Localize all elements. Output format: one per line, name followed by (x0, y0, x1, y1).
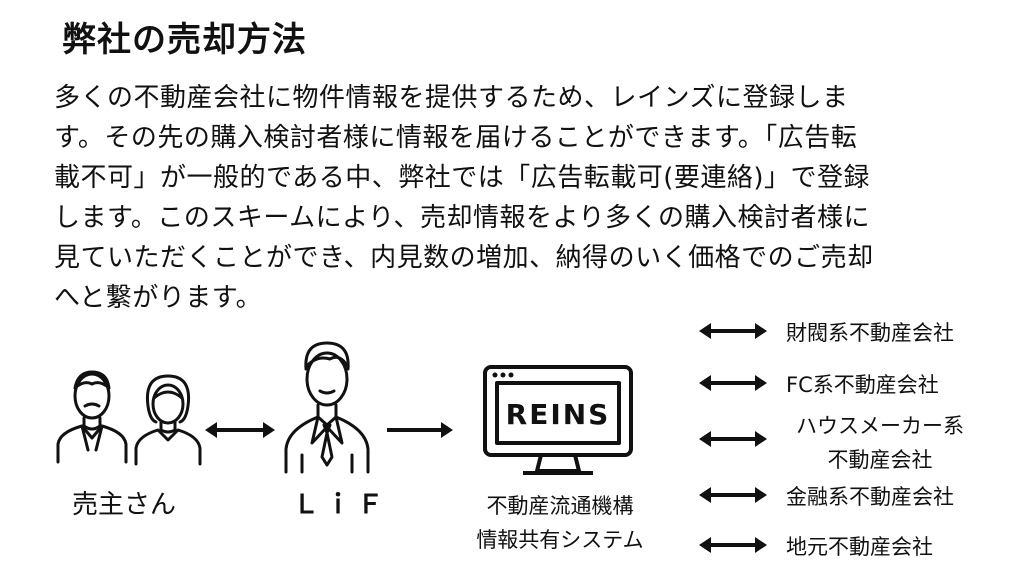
seller-man-icon (56, 370, 128, 464)
target-label: FC系不動産会社 (786, 373, 939, 397)
target-arrow (699, 487, 767, 503)
paragraph-line: へと繋がります。 (54, 283, 263, 313)
paragraph-line: す。その先の購入検討者様に情報を届けることができます。「広告転 (54, 123, 858, 153)
target-arrow (699, 323, 767, 339)
reins-caption-line1: 不動産流通機構 (486, 494, 634, 518)
target-label: 財閥系不動産会社 (786, 321, 954, 345)
reins-screen-label: REINS (505, 398, 611, 431)
target-arrow (699, 375, 767, 391)
target-arrow (699, 537, 767, 553)
paragraph-line: 見ていただくことができ、内見数の増加、納得のいく価格でのご売却 (54, 243, 874, 273)
description-paragraph: 多くの不動産会社に物件情報を提供するため、レインズに登録しま す。その先の購入検… (54, 78, 984, 318)
monitor-icon (483, 365, 633, 475)
paragraph-line: 多くの不動産会社に物件情報を提供するため、レインズに登録しま (54, 83, 849, 113)
paragraph-line: 載不可」が一般的である中、弊社では「広告転載可(要連絡)」で登録 (54, 163, 871, 193)
lif-reins-arrow (387, 422, 453, 438)
seller-lif-arrow (205, 422, 275, 438)
paragraph-line: します。このスキームにより、売却情報をより多くの購入検討者様に (54, 203, 871, 233)
target-label: 金融系不動産会社 (786, 485, 954, 509)
target-label: 地元不動産会社 (786, 535, 933, 559)
page-title: 弊社の売却方法 (62, 20, 307, 60)
agent-businessman-icon (284, 341, 370, 474)
seller-label: 売主さん (72, 490, 177, 520)
reins-caption-line2: 情報共有システム (476, 528, 644, 552)
target-label: ハウスメーカー系 (796, 414, 964, 438)
target-arrow (699, 431, 767, 447)
seller-woman-icon (134, 374, 202, 466)
target-label: 不動産会社 (827, 448, 933, 472)
lif-label: ＬｉＦ (293, 490, 390, 520)
